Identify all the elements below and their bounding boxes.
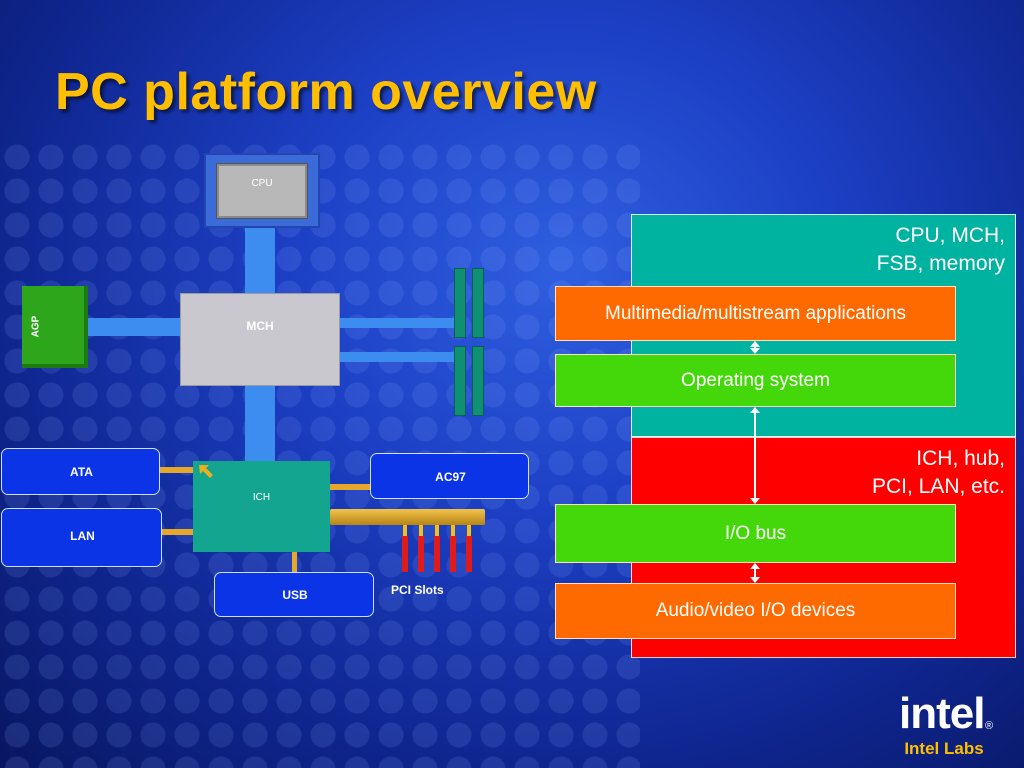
mch-ich-bus xyxy=(245,385,275,465)
slide-title: PC platform overview xyxy=(55,63,597,121)
mch-chip: MCH xyxy=(180,293,340,386)
cursor-arrow-icon xyxy=(199,465,213,478)
cpu-chip: CPU xyxy=(204,153,320,228)
memory-dimm-2 xyxy=(472,268,484,338)
cpu-mch-bus xyxy=(245,225,275,295)
ac97-box: AC97 xyxy=(370,453,529,499)
usb-label: USB xyxy=(282,588,308,602)
bottom-region-line1: ICH, hub, xyxy=(916,447,1005,470)
usb-ich-bus xyxy=(292,552,297,572)
agp-label: AGP xyxy=(30,315,42,338)
cpu-die xyxy=(216,163,308,219)
intel-wordmark: intel xyxy=(899,689,985,738)
ac97-label: AC97 xyxy=(435,470,466,484)
arrow-iobus-devices xyxy=(750,563,760,583)
agp-card: AGP xyxy=(22,286,88,368)
lan-label: LAN xyxy=(70,529,95,543)
mch-label: MCH xyxy=(246,319,274,333)
layer-av-devices: Audio/video I/O devices xyxy=(555,583,956,639)
pci-slot-1 xyxy=(402,536,408,572)
pci-slot-3 xyxy=(434,536,440,572)
pci-slot-4 xyxy=(450,536,456,572)
arrow-apps-os xyxy=(750,341,760,354)
top-region-line2: FSB, memory xyxy=(876,252,1005,275)
memory-bus-upper xyxy=(340,318,455,328)
usb-box: USB xyxy=(214,572,374,617)
ata-ich-bus xyxy=(160,467,193,473)
layer-multimedia-apps: Multimedia/multistream applications xyxy=(555,286,956,341)
memory-dimm-1 xyxy=(454,268,466,338)
pci-slots-label: PCI Slots xyxy=(391,583,444,597)
pci-pin-5 xyxy=(467,525,471,537)
pci-bus xyxy=(330,509,485,525)
layer-io-bus: I/O bus xyxy=(555,504,956,563)
ich-label: ICH xyxy=(252,492,271,503)
pci-pin-1 xyxy=(403,525,407,537)
ata-box: ATA xyxy=(1,448,160,495)
memory-dimm-3 xyxy=(454,346,466,416)
memory-dimm-4 xyxy=(472,346,484,416)
pci-slot-2 xyxy=(418,536,424,572)
ich-chip: ICH xyxy=(193,461,330,552)
arrow-os-iobus xyxy=(750,407,760,504)
pci-slot-5 xyxy=(466,536,472,572)
cpu-label: CPU xyxy=(251,178,273,189)
top-region-caption: CPU, MCH, FSB, memory xyxy=(780,222,1005,278)
lan-box: LAN xyxy=(1,508,162,567)
lan-ich-bus xyxy=(162,529,193,535)
registered-mark-icon: ® xyxy=(985,720,994,732)
cpu-die-inner xyxy=(219,166,305,216)
bottom-region-caption: ICH, hub, PCI, LAN, etc. xyxy=(780,445,1005,501)
pci-pin-4 xyxy=(451,525,455,537)
pci-pin-2 xyxy=(419,525,423,537)
intel-logo: intel ® Intel Labs xyxy=(893,690,1003,760)
layer-operating-system: Operating system xyxy=(555,354,956,407)
pci-pin-3 xyxy=(435,525,439,537)
agp-mch-bus xyxy=(88,318,183,336)
ata-label: ATA xyxy=(70,465,93,479)
intel-labs-text: Intel Labs xyxy=(904,739,984,758)
top-region-line1: CPU, MCH, xyxy=(895,224,1005,247)
ac97-ich-bus xyxy=(330,484,370,490)
memory-bus-lower xyxy=(340,352,455,362)
bottom-region-line2: PCI, LAN, etc. xyxy=(871,475,1005,498)
